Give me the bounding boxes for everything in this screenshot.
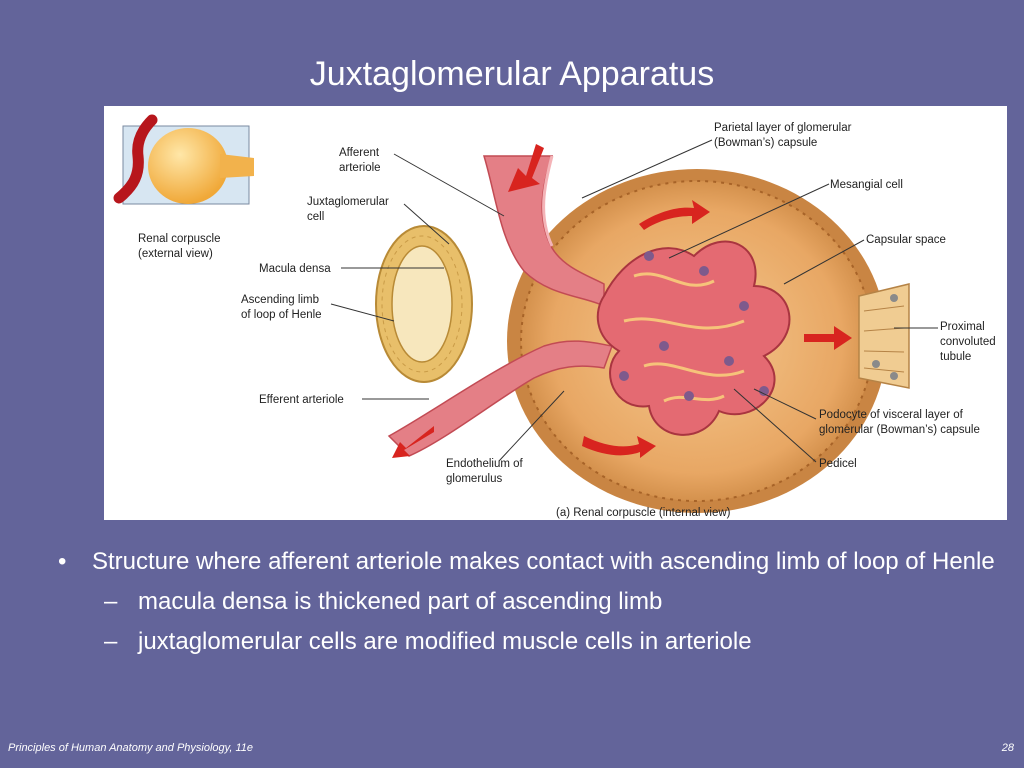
label-mesangial-cell: Mesangial cell bbox=[830, 179, 903, 191]
figure-caption: (a) Renal corpuscle (internal view) bbox=[556, 507, 731, 519]
sub-bullet-dash: – bbox=[104, 588, 118, 615]
label-afferent-arteriole: Afferent arteriole bbox=[339, 147, 382, 174]
glomerulus bbox=[596, 240, 791, 436]
label-endothelium: Endothelium of glomerulus bbox=[446, 458, 526, 485]
page-number: 28 bbox=[1001, 742, 1014, 754]
bullet-item: • Structure where afferent arteriole mak… bbox=[58, 545, 1008, 579]
renal-corpuscle-figure: Afferent arteriole Juxtaglomerular cell … bbox=[104, 106, 1007, 520]
label-parietal-layer: Parietal layer of glomerular (Bowman’s) … bbox=[714, 122, 855, 149]
bullet-list: • Structure where afferent arteriole mak… bbox=[58, 545, 1008, 659]
sub-bullet-item: – juxtaglomerular cells are modified mus… bbox=[58, 625, 1008, 659]
label-podocyte: Podocyte of visceral layer of glomerular… bbox=[819, 409, 980, 436]
sub-bullet-item: – macula densa is thickened part of asce… bbox=[58, 585, 1008, 619]
label-macula-densa: Macula densa bbox=[259, 263, 331, 275]
figure-labels: Afferent arteriole Juxtaglomerular cell … bbox=[138, 122, 999, 519]
bullet-dot: • bbox=[58, 548, 67, 575]
external-view-thumbnail bbox=[113, 114, 254, 205]
efferent-arteriole bbox=[387, 340, 614, 457]
label-efferent-arteriole: Efferent arteriole bbox=[259, 394, 344, 406]
sub-bullet-dash: – bbox=[104, 628, 118, 655]
label-pedicel: Pedicel bbox=[819, 458, 857, 470]
sub-bullet-text: macula densa is thickened part of ascend… bbox=[138, 588, 663, 615]
label-ascending-limb: Ascending limb of loop of Henle bbox=[241, 294, 322, 321]
label-renal-corpuscle-external: Renal corpuscle (external view) bbox=[138, 233, 224, 260]
ascending-limb bbox=[375, 225, 473, 383]
footer-book-title: Principles of Human Anatomy and Physiolo… bbox=[8, 742, 253, 754]
sub-bullet-text: juxtaglomerular cells are modified muscl… bbox=[138, 628, 752, 655]
renal-corpuscle-diagram: Afferent arteriole Juxtaglomerular cell … bbox=[113, 114, 999, 519]
label-proximal-tubule: Proximal convoluted tubule bbox=[940, 321, 999, 363]
slide-title: Juxtaglomerular Apparatus bbox=[309, 55, 715, 93]
proximal-tubule bbox=[858, 283, 910, 389]
blood-flow-arrows bbox=[392, 144, 852, 458]
bullet-text: Structure where afferent arteriole makes… bbox=[92, 548, 995, 575]
label-capsular-space: Capsular space bbox=[866, 234, 946, 246]
label-juxtaglomerular-cell: Juxtaglomerular cell bbox=[307, 196, 392, 223]
leader-lines bbox=[330, 139, 938, 463]
